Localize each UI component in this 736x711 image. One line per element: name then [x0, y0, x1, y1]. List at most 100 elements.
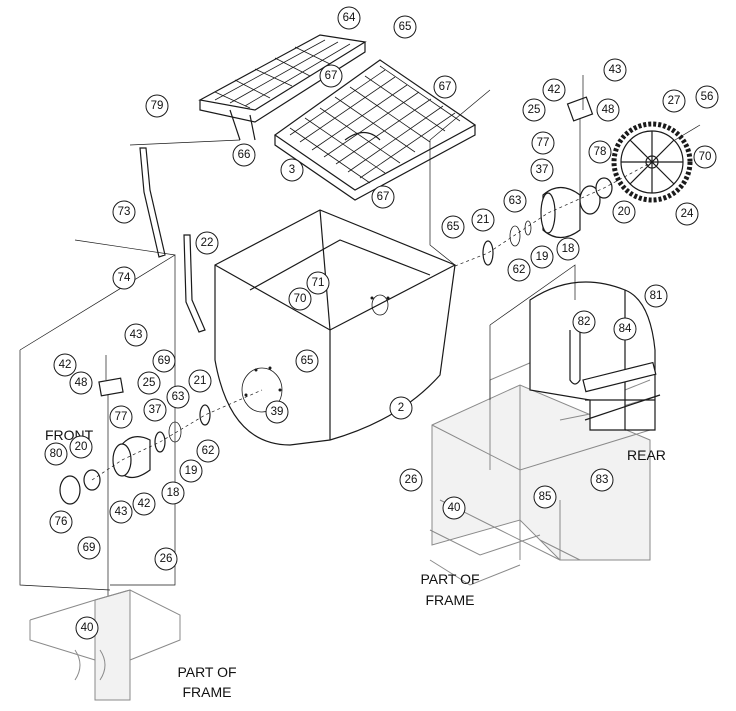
rear-label: REAR — [627, 447, 666, 463]
callout: 70 — [693, 145, 717, 169]
frame-left-label-line1: PART OF — [177, 664, 236, 680]
svg-text:62: 62 — [202, 445, 215, 457]
callout: 69 — [77, 536, 101, 560]
callout: 19 — [179, 459, 203, 483]
callout: 62 — [507, 258, 531, 282]
svg-text:21: 21 — [194, 375, 207, 387]
callout: 76 — [49, 510, 73, 534]
callout: 22 — [195, 231, 219, 255]
top-shield — [198, 34, 367, 141]
svg-text:67: 67 — [325, 70, 338, 82]
callout: 42 — [542, 78, 566, 102]
svg-text:56: 56 — [701, 91, 714, 103]
svg-text:42: 42 — [548, 84, 561, 96]
svg-text:19: 19 — [536, 251, 549, 263]
svg-text:79: 79 — [151, 100, 164, 112]
svg-text:25: 25 — [528, 104, 541, 116]
callout: 81 — [644, 284, 668, 308]
frame-right-label-line2: FRAME — [426, 592, 475, 608]
svg-text:85: 85 — [539, 491, 552, 503]
right-bearing-assembly — [454, 75, 701, 267]
svg-text:20: 20 — [75, 441, 88, 453]
callout: 42 — [132, 492, 156, 516]
callout: 18 — [556, 237, 580, 261]
svg-text:63: 63 — [509, 195, 522, 207]
callout: 84 — [613, 317, 637, 341]
callout-group: 64 65 67 79 67 66 3 67 43 42 48 25 27 56… — [44, 6, 719, 640]
callout: 48 — [69, 371, 93, 395]
svg-text:3: 3 — [289, 164, 295, 176]
callout: 3 — [280, 158, 304, 182]
reference-lines — [19, 89, 576, 591]
callout: 27 — [662, 89, 686, 113]
callout: 65 — [393, 15, 417, 39]
svg-text:19: 19 — [185, 465, 198, 477]
frame-right-label-line1: PART OF — [420, 571, 479, 587]
svg-text:22: 22 — [201, 237, 214, 249]
left-bearing-assembly — [59, 355, 263, 600]
svg-text:69: 69 — [158, 355, 171, 367]
callout: 18 — [161, 481, 185, 505]
svg-text:67: 67 — [377, 191, 390, 203]
svg-text:70: 70 — [699, 151, 712, 163]
callout: 40 — [75, 616, 99, 640]
svg-text:48: 48 — [75, 377, 88, 389]
svg-text:84: 84 — [619, 323, 632, 335]
svg-text:77: 77 — [537, 137, 550, 149]
svg-text:42: 42 — [59, 359, 72, 371]
callout: 21 — [471, 208, 495, 232]
svg-text:65: 65 — [447, 221, 460, 233]
callout: 42 — [53, 353, 77, 377]
svg-text:20: 20 — [618, 206, 631, 218]
callout: 83 — [590, 468, 614, 492]
callout: 20 — [69, 435, 93, 459]
callout: 71 — [306, 271, 330, 295]
callout: 21 — [188, 369, 212, 393]
svg-text:70: 70 — [294, 293, 307, 305]
svg-text:77: 77 — [115, 411, 128, 423]
callout: 64 — [337, 6, 361, 30]
svg-text:40: 40 — [448, 502, 461, 514]
callout: 80 — [44, 442, 68, 466]
callout: 48 — [596, 98, 620, 122]
svg-text:66: 66 — [238, 149, 251, 161]
callout: 56 — [695, 85, 719, 109]
svg-text:39: 39 — [271, 406, 284, 418]
svg-text:67: 67 — [439, 81, 452, 93]
callout: 37 — [530, 158, 554, 182]
left-frame — [29, 589, 181, 701]
svg-text:18: 18 — [167, 487, 180, 499]
svg-text:26: 26 — [405, 474, 418, 486]
bracket-arms — [139, 147, 206, 333]
svg-text:76: 76 — [55, 516, 68, 528]
callout: 2 — [389, 396, 413, 420]
callout: 25 — [137, 371, 161, 395]
svg-text:69: 69 — [83, 542, 96, 554]
svg-text:62: 62 — [513, 264, 526, 276]
svg-text:40: 40 — [81, 622, 94, 634]
svg-text:43: 43 — [115, 506, 128, 518]
hopper-grille — [273, 59, 477, 201]
callout: 77 — [109, 405, 133, 429]
callout: 73 — [112, 200, 136, 224]
svg-text:74: 74 — [118, 272, 131, 284]
svg-text:64: 64 — [343, 12, 356, 24]
callout: 37 — [143, 398, 167, 422]
svg-text:48: 48 — [602, 104, 615, 116]
svg-text:80: 80 — [50, 448, 63, 460]
callout: 82 — [572, 310, 596, 334]
svg-text:83: 83 — [596, 474, 609, 486]
callout: 40 — [442, 496, 466, 520]
callout: 67 — [371, 185, 395, 209]
svg-text:37: 37 — [536, 164, 549, 176]
svg-text:25: 25 — [143, 377, 156, 389]
svg-text:71: 71 — [312, 277, 325, 289]
svg-text:26: 26 — [160, 553, 173, 565]
callout: 19 — [530, 245, 554, 269]
callout: 39 — [265, 400, 289, 424]
svg-text:63: 63 — [172, 391, 185, 403]
svg-text:21: 21 — [477, 214, 490, 226]
svg-text:18: 18 — [562, 243, 575, 255]
svg-text:81: 81 — [650, 290, 663, 302]
callout: 62 — [196, 439, 220, 463]
